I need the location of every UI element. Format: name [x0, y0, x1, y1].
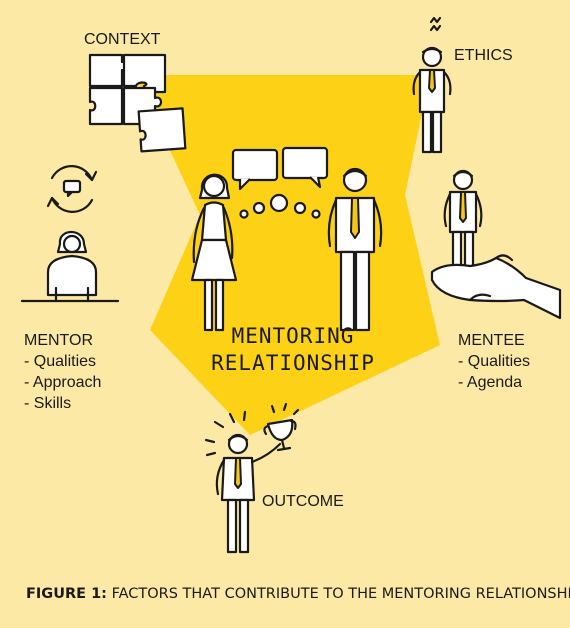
- mentee-block: MENTEE - Qualities - Agenda: [458, 332, 530, 391]
- mentee-item-qualities: - Qualities: [458, 353, 530, 370]
- thought-bubbles-icon: [239, 193, 321, 219]
- mentor-item-skills: - Skills: [24, 395, 71, 412]
- center-title-line1: MENTORING: [232, 324, 355, 348]
- outcome-label: OUTCOME: [262, 493, 344, 510]
- stressed-man-icon: [412, 16, 452, 154]
- center-title-line2: RELATIONSHIP: [211, 351, 375, 375]
- mentor-block: MENTOR - Qualities - Approach - Skills: [24, 332, 101, 412]
- mentor-item-approach: - Approach: [24, 374, 101, 391]
- central-shape: [135, 75, 440, 435]
- refresh-chat-icon: [46, 165, 98, 213]
- ethics-label: ETHICS: [454, 47, 513, 64]
- figure-caption: FIGURE 1: FACTORS THAT CONTRIBUTE TO THE…: [26, 586, 570, 602]
- mentor-item-qualities: - Qualities: [24, 353, 96, 370]
- figure-caption-number: FIGURE 1:: [26, 586, 107, 602]
- puzzle-icon: [88, 53, 187, 153]
- mentee-item-agenda: - Agenda: [458, 374, 522, 391]
- woman-icon: [190, 173, 238, 332]
- speech-bubbles-icon: [231, 146, 329, 191]
- figure-caption-text: FACTORS THAT CONTRIBUTE TO THE MENTORING…: [107, 586, 570, 602]
- man-on-hand-icon: [430, 169, 562, 320]
- man-with-trophy-icon: [204, 402, 300, 554]
- man-icon: [327, 167, 383, 332]
- mentor-title: MENTOR: [24, 332, 93, 349]
- woman-at-desk-icon: [20, 230, 120, 303]
- context-label: CONTEXT: [84, 31, 161, 48]
- mentee-title: MENTEE: [458, 332, 525, 349]
